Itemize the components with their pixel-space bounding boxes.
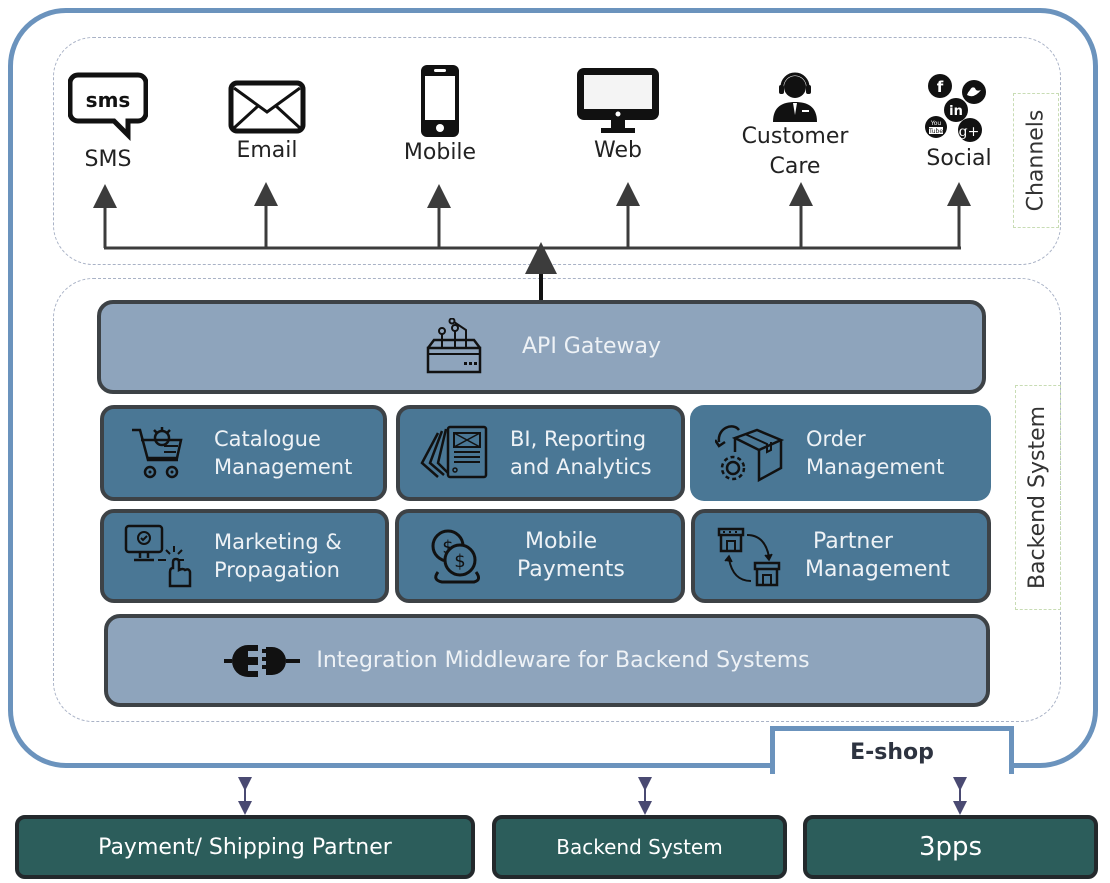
module-label-line1: BI, Reporting bbox=[510, 427, 647, 451]
store-exchange-icon bbox=[695, 525, 805, 587]
svg-text:g+: g+ bbox=[959, 124, 980, 140]
channel-mobile: Mobile bbox=[365, 58, 515, 168]
monitor-icon bbox=[543, 56, 693, 136]
channel-label: Email bbox=[236, 138, 298, 163]
module-label: Order Management bbox=[806, 425, 944, 481]
module-label-line2: and Analytics bbox=[510, 455, 652, 479]
module-marketing-propagation: Marketing & Propagation bbox=[100, 509, 389, 603]
module-label-line1: Marketing & bbox=[214, 530, 342, 554]
external-label: Backend System bbox=[556, 835, 723, 859]
channel-label-line2: Care bbox=[769, 154, 821, 179]
module-label-line1: Mobile bbox=[525, 529, 598, 554]
channel-customer-care: Customer Care bbox=[720, 36, 870, 182]
sms-bubble-icon: sms bbox=[33, 65, 183, 145]
module-label-line1: Order bbox=[806, 427, 866, 451]
module-label-line1: Partner bbox=[813, 529, 893, 554]
eshop-label: E-shop bbox=[770, 726, 1014, 774]
module-label-line2: Management bbox=[805, 557, 950, 582]
module-order-management: Order Management bbox=[690, 405, 991, 501]
external-3pps: 3pps bbox=[803, 815, 1098, 879]
external-label: 3pps bbox=[918, 832, 983, 862]
monitor-click-icon bbox=[104, 524, 214, 588]
social-media-icon: f in You Tube g+ bbox=[884, 62, 1034, 144]
module-label: Partner Management bbox=[805, 528, 950, 584]
external-label: Payment/ Shipping Partner bbox=[98, 834, 392, 860]
svg-text:sms: sms bbox=[86, 88, 131, 112]
channel-label: SMS bbox=[84, 147, 132, 172]
module-partner-management: Partner Management bbox=[691, 509, 991, 603]
channel-label: Social bbox=[926, 146, 992, 171]
channel-label-line1: Customer bbox=[741, 124, 849, 149]
channel-web: Web bbox=[543, 56, 693, 166]
module-label: Mobile Payments bbox=[517, 528, 625, 584]
external-payment-shipping-partner: Payment/ Shipping Partner bbox=[15, 815, 475, 879]
router-icon bbox=[422, 318, 486, 376]
external-backend-system: Backend System bbox=[492, 815, 787, 879]
svg-text:$: $ bbox=[442, 537, 453, 558]
module-label: BI, Reporting and Analytics bbox=[510, 425, 652, 481]
api-gateway: API Gateway bbox=[97, 300, 986, 394]
module-catalogue-management: Catalogue Management bbox=[100, 405, 387, 501]
svg-text:in: in bbox=[949, 104, 963, 119]
module-label: Marketing & Propagation bbox=[214, 528, 342, 584]
channel-social: f in You Tube g+ Social bbox=[884, 62, 1034, 174]
channels-region bbox=[53, 37, 1061, 265]
headset-agent-icon bbox=[720, 36, 870, 122]
eshop-label-text: E-shop bbox=[850, 740, 934, 765]
channel-label: Mobile bbox=[403, 140, 477, 165]
envelope-icon bbox=[192, 56, 342, 136]
svg-text:f: f bbox=[937, 78, 944, 96]
module-mobile-payments: $ $ Mobile Payments bbox=[395, 509, 685, 603]
svg-text:$: $ bbox=[454, 551, 465, 572]
box-gear-icon bbox=[694, 420, 806, 486]
cart-gear-icon bbox=[104, 424, 214, 482]
module-label-line2: Propagation bbox=[214, 558, 340, 582]
channels-region-label: Channels bbox=[1013, 93, 1059, 228]
middleware-label: Integration Middleware for Backend Syste… bbox=[316, 647, 810, 673]
module-label: Catalogue Management bbox=[214, 425, 352, 481]
api-gateway-label: API Gateway bbox=[522, 334, 661, 359]
module-label-line2: Management bbox=[806, 455, 945, 479]
eshop-container bbox=[8, 8, 1098, 768]
svg-text:Tube: Tube bbox=[928, 128, 943, 135]
module-label-line2: Payments bbox=[517, 557, 625, 582]
backend-region-label: Backend System bbox=[1015, 385, 1061, 610]
module-bi-reporting-analytics: BI, Reporting and Analytics bbox=[396, 405, 685, 501]
channel-sms: sms SMS bbox=[33, 65, 183, 175]
plug-connector-icon bbox=[224, 643, 301, 679]
report-documents-icon bbox=[400, 425, 510, 481]
channel-label: Web bbox=[594, 138, 642, 163]
coins-icon: $ $ bbox=[399, 528, 517, 584]
module-label-line2: Management bbox=[214, 455, 353, 479]
smartphone-icon bbox=[365, 58, 515, 138]
svg-text:You: You bbox=[930, 120, 942, 127]
channel-email: Email bbox=[192, 56, 342, 166]
module-label-line1: Catalogue bbox=[214, 427, 321, 451]
integration-middleware: Integration Middleware for Backend Syste… bbox=[104, 614, 990, 707]
